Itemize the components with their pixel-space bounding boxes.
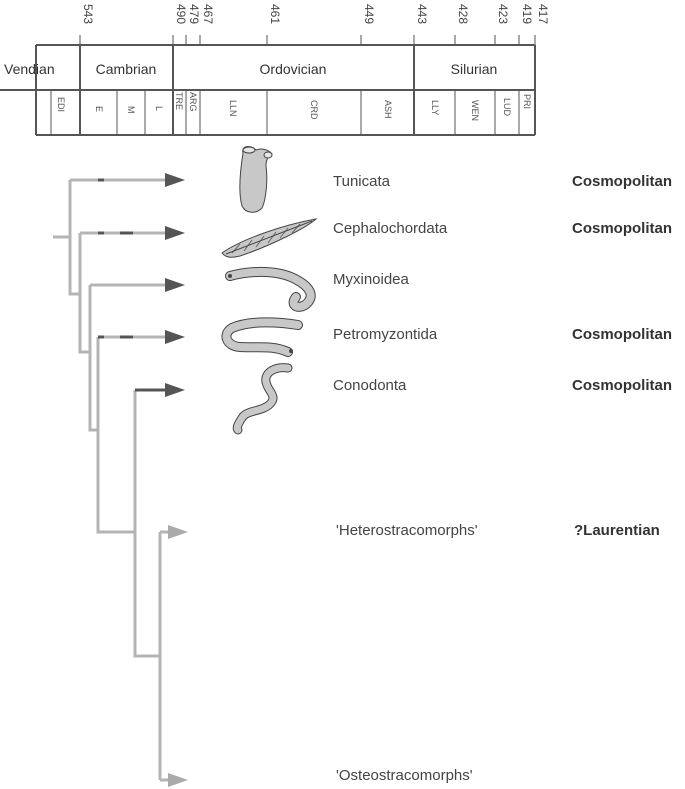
node-d — [98, 337, 135, 532]
arrowhead — [165, 383, 185, 397]
arrowhead — [165, 278, 185, 292]
stage-label: WEN — [470, 100, 480, 121]
period-label: Silurian — [451, 61, 498, 77]
stage-label: CRD — [309, 100, 319, 120]
distribution-label: Cosmopolitan — [572, 377, 672, 394]
arrowhead — [165, 330, 185, 344]
age-label: 479 — [187, 4, 201, 24]
stage-label: LUD — [502, 98, 512, 117]
stage-label: E — [94, 106, 104, 112]
stage-label: L — [154, 106, 164, 111]
stage-label: EDI — [56, 97, 66, 112]
stage-label: M — [126, 106, 136, 114]
distribution-label: Cosmopolitan — [572, 220, 672, 237]
age-label: 461 — [268, 4, 282, 24]
arrowhead — [165, 173, 185, 187]
taxon-labels: Tunicata Cephalochordata Myxinoidea Petr… — [333, 173, 478, 784]
distribution-label: Cosmopolitan — [572, 173, 672, 190]
taxon-name: 'Heterostracomorphs' — [336, 522, 478, 539]
period-label: Ordovician — [260, 61, 327, 77]
taxon-name: Tunicata — [333, 173, 391, 190]
age-label: 419 — [520, 4, 534, 24]
age-label: 417 — [536, 4, 550, 24]
stage-label: LLN — [228, 100, 238, 117]
stage-label: TRE — [174, 92, 184, 110]
age-label: 423 — [496, 4, 510, 24]
period-label: Vendian — [4, 61, 55, 77]
age-label: 443 — [415, 4, 429, 24]
cladogram — [53, 173, 188, 787]
distribution-label: ?Laurentian — [574, 522, 660, 539]
tunicate-drawing — [240, 146, 272, 212]
taxon-name: Conodonta — [333, 377, 407, 394]
amphioxus-drawing — [222, 219, 316, 257]
stage-label: ARG — [188, 92, 198, 112]
arrowhead — [165, 226, 185, 240]
conodont-drawing — [237, 368, 288, 430]
stage-label: PRI — [522, 94, 532, 109]
stage-label: LLY — [430, 100, 440, 115]
distribution-labels: Cosmopolitan Cosmopolitan Cosmopolitan C… — [572, 173, 672, 539]
lamprey-drawing — [226, 322, 298, 353]
taxon-name: Myxinoidea — [333, 271, 410, 288]
taxon-name: Cephalochordata — [333, 220, 448, 237]
organism-illustrations — [222, 146, 316, 430]
age-label: 467 — [201, 4, 215, 24]
hagfish-drawing — [228, 272, 311, 307]
taxon-name: Petromyzontida — [333, 326, 438, 343]
distribution-label: Cosmopolitan — [572, 326, 672, 343]
age-label: 490 — [174, 4, 188, 24]
age-label: 543 — [81, 4, 95, 24]
stage-label: ASH — [383, 100, 393, 119]
node-e — [135, 390, 160, 656]
period-label: Cambrian — [96, 61, 157, 77]
age-label: 428 — [456, 4, 470, 24]
taxon-name: 'Osteostracomorphs' — [336, 767, 473, 784]
arrowhead — [168, 525, 188, 539]
arrowhead — [168, 773, 188, 787]
age-label: 449 — [362, 4, 376, 24]
timescale: 543 490 479 467 461 449 443 428 423 419 … — [0, 4, 550, 135]
